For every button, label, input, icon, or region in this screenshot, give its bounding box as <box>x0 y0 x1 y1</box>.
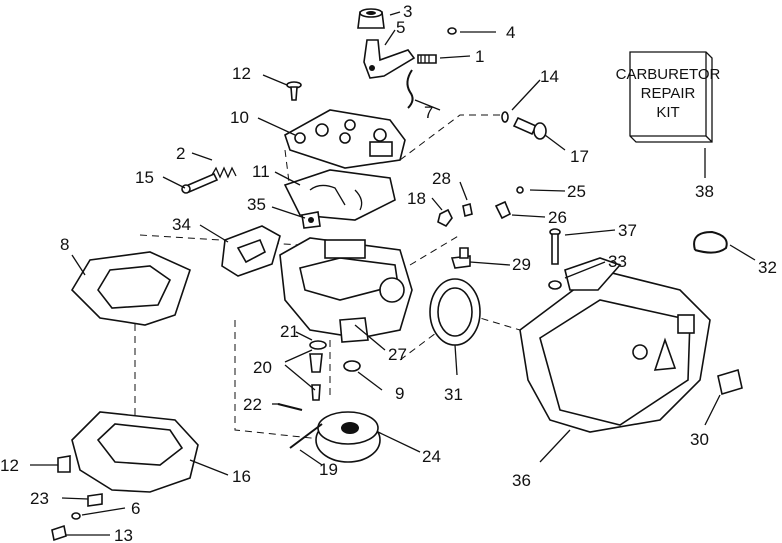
part-36-air-silencer <box>519 257 711 433</box>
label-5: 5 <box>396 18 405 37</box>
part-13-screw <box>51 524 67 542</box>
label-12a: 12 <box>232 64 251 83</box>
part-10-cover <box>284 109 406 169</box>
part-31-seal <box>429 278 481 346</box>
label-26: 26 <box>548 208 567 227</box>
label-30: 30 <box>690 430 709 449</box>
kit-label-line3: KIT <box>656 104 679 121</box>
label-21: 21 <box>280 322 299 341</box>
part-11-gasket <box>283 169 396 221</box>
label-11: 11 <box>252 162 270 181</box>
part-7-spring <box>406 69 414 109</box>
part-14-washer <box>501 111 509 123</box>
label-33: 33 <box>608 252 627 271</box>
label-32: 32 <box>758 258 777 277</box>
label-8: 8 <box>60 235 69 254</box>
label-6: 6 <box>131 499 140 518</box>
part-24-float <box>315 411 381 463</box>
part-37-screw <box>549 228 561 265</box>
part-18-needle <box>437 208 453 228</box>
label-15: 15 <box>135 168 154 187</box>
part-16-float-bowl <box>71 411 199 493</box>
part-12-screw-lower <box>57 455 71 473</box>
part-21-washer <box>309 340 327 350</box>
part-35-plug <box>301 211 321 229</box>
kit-label-line2: REPAIR <box>641 85 696 102</box>
part-2-spring <box>211 166 237 179</box>
part-32-strap <box>693 230 728 254</box>
label-22: 22 <box>243 395 262 414</box>
label-19: 19 <box>319 460 338 479</box>
label-1: 1 <box>475 47 484 66</box>
label-17: 17 <box>570 147 589 166</box>
label-27: 27 <box>388 345 407 364</box>
part-17-screw <box>512 116 547 140</box>
label-16: 16 <box>232 467 251 486</box>
label-7: 7 <box>424 103 433 122</box>
label-34: 34 <box>172 215 191 234</box>
part-34-gasket <box>221 225 281 277</box>
label-31: 31 <box>444 385 463 404</box>
label-23: 23 <box>30 489 49 508</box>
part-26-clip <box>494 200 512 220</box>
part-12-screw-upper <box>286 81 302 101</box>
part-33-washer <box>548 280 562 290</box>
label-3: 3 <box>403 2 412 21</box>
part-8-gasket <box>70 251 191 326</box>
part-9-o-ring <box>343 360 361 372</box>
label-25: 25 <box>567 182 586 201</box>
label-14: 14 <box>540 67 559 86</box>
part-19-float-pin <box>289 423 323 449</box>
label-2: 2 <box>176 144 185 163</box>
label-24: 24 <box>422 447 441 466</box>
label-18: 18 <box>407 189 426 208</box>
part-20-valve <box>309 353 323 401</box>
label-36: 36 <box>512 471 531 490</box>
part-22-pin <box>277 403 303 411</box>
part-25-screw <box>516 186 524 194</box>
part-1-screw <box>417 54 437 64</box>
part-29-elbow <box>450 247 471 269</box>
label-13: 13 <box>114 526 133 543</box>
repair-kit-box: CARBURETOR REPAIR KIT <box>616 51 721 143</box>
label-35: 35 <box>247 195 266 214</box>
label-9: 9 <box>395 384 404 403</box>
part-6-washer <box>71 512 81 520</box>
part-4-pin <box>447 27 457 35</box>
label-20: 20 <box>253 358 272 377</box>
label-28: 28 <box>432 169 451 188</box>
part-27-carburetor-body <box>279 237 413 343</box>
part-30-plug <box>717 368 743 396</box>
part-28-jet <box>462 202 473 218</box>
label-37: 37 <box>618 221 637 240</box>
leader-lines <box>30 11 756 536</box>
kit-label-line1: CARBURETOR <box>616 66 721 83</box>
part-23-screw <box>87 493 103 507</box>
part-3-cap <box>357 8 385 29</box>
label-4: 4 <box>506 23 515 42</box>
label-29: 29 <box>512 255 531 274</box>
part-15-screw <box>181 172 219 194</box>
part-5-lever <box>363 39 416 79</box>
label-12b: 12 <box>0 456 19 475</box>
label-38: 38 <box>695 182 714 201</box>
label-10: 10 <box>230 108 249 127</box>
